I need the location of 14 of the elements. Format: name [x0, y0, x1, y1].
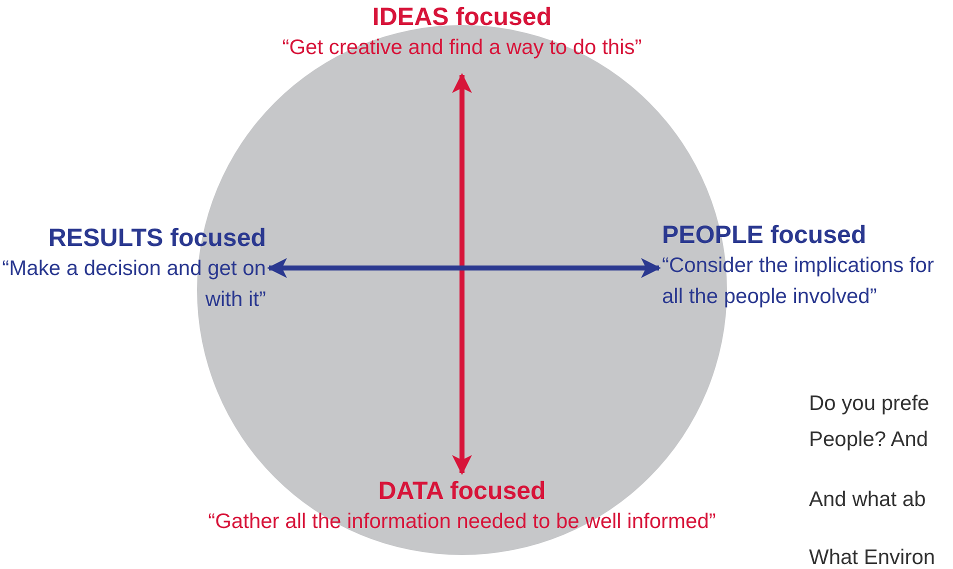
- quote-text: “Make a decision and get on with it”: [1, 256, 266, 313]
- heading: PEOPLE focused: [662, 220, 868, 250]
- question-text: People? And: [809, 428, 928, 452]
- heading: IDEAS focused: [371, 2, 553, 32]
- question-text: What Environ: [809, 546, 936, 569]
- question-text: And what ab: [809, 488, 926, 512]
- quote-text: “Get creative and find a way to do this”: [281, 35, 643, 61]
- heading: RESULTS focused: [47, 223, 266, 253]
- quote-text: “Gather all the information needed to be well informed”: [207, 509, 717, 535]
- heading: DATA focused: [377, 476, 547, 506]
- quote-text: “Consider the implications for all the people involved”: [662, 253, 935, 310]
- double-headed-arrow: [267, 258, 661, 278]
- double-headed-arrow: [452, 73, 472, 475]
- question-text: Do you prefe: [809, 392, 930, 416]
